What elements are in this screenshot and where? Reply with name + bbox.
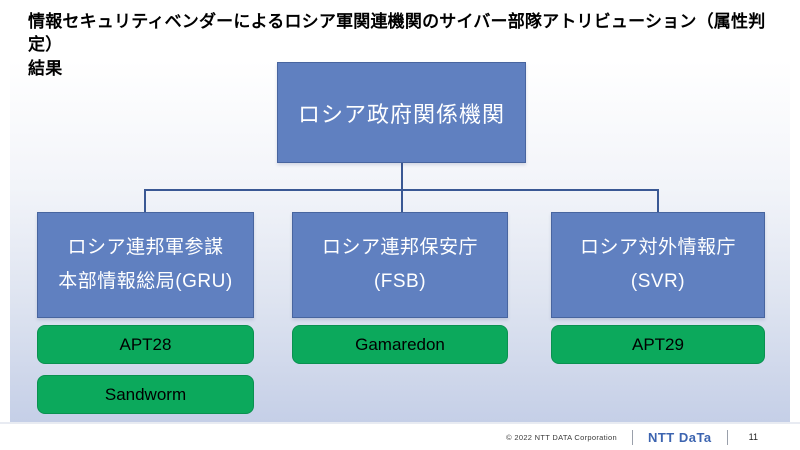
org-box-svr-line1: ロシア対外情報庁 — [579, 237, 736, 258]
connector-right-stub — [657, 189, 659, 212]
org-box-gru-line1: ロシア連邦軍参謀 — [67, 237, 224, 258]
footer-divider-1 — [631, 429, 633, 445]
group-box-sandworm: Sandworm — [37, 375, 254, 414]
org-box-root: ロシア政府関係機関 — [277, 62, 526, 163]
group-box-sandworm-label: Sandworm — [104, 384, 187, 404]
footer-divider-2 — [726, 429, 728, 445]
footer-page-number: 11 — [748, 432, 758, 442]
slide-title-line1: 情報セキュリティベンダーによるロシア軍関連機関のサイバー部隊アトリビューション（… — [28, 12, 766, 55]
ntt-data-logo: NTT DaTa — [647, 429, 712, 445]
group-box-gamaredon-label: Gamaredon — [355, 334, 445, 354]
org-box-fsb-line2: (FSB) — [373, 271, 427, 292]
group-box-apt28: APT28 — [37, 325, 254, 364]
org-box-svr: ロシア対外情報庁 (SVR) — [551, 212, 765, 318]
org-box-fsb-line1: ロシア連邦保安庁 — [321, 237, 478, 258]
org-box-svr-line2: (SVR) — [630, 271, 686, 292]
org-box-root-label: ロシア政府関係機関 — [297, 101, 505, 127]
connector-left-stub — [144, 189, 146, 212]
group-box-apt29-label: APT29 — [632, 334, 684, 354]
group-box-apt28-label: APT28 — [119, 334, 172, 354]
slide-title-line2: 結果 — [28, 58, 63, 78]
org-box-gru-line2: 本部情報総局(GRU) — [58, 271, 233, 292]
org-box-gru: ロシア連邦軍参謀 本部情報総局(GRU) — [37, 212, 254, 318]
connector-horizontal — [144, 189, 659, 191]
group-box-gamaredon: Gamaredon — [292, 325, 508, 364]
footer-copyright: © 2022 NTT DATA Corporation — [506, 432, 617, 442]
slide-footer: © 2022 NTT DATA Corporation NTT DaTa 11 — [0, 422, 800, 450]
slide-title: 情報セキュリティベンダーによるロシア軍関連機関のサイバー部隊アトリビューション（… — [28, 10, 772, 80]
connector-root-vertical — [401, 163, 403, 212]
group-box-apt29: APT29 — [551, 325, 765, 364]
org-box-fsb: ロシア連邦保安庁 (FSB) — [292, 212, 508, 318]
